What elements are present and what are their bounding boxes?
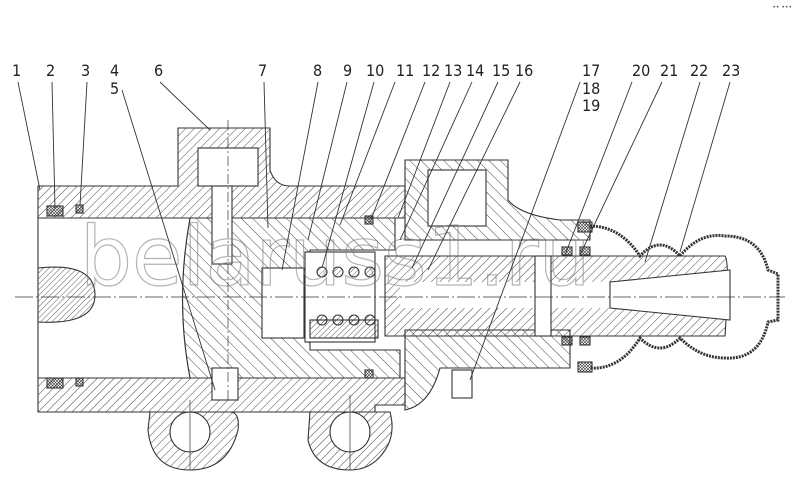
callout-6: 6 <box>154 61 163 80</box>
callout-22: 22 <box>690 61 708 80</box>
callout-21: 21 <box>660 61 678 80</box>
callout-13: 13 <box>444 61 462 80</box>
housing-body <box>37 127 780 471</box>
callout-10: 10 <box>366 61 384 80</box>
callout-7: 7 <box>258 61 267 80</box>
callout-16: 16 <box>515 61 533 80</box>
callout-8: 8 <box>313 61 322 80</box>
callout-18: 18 <box>582 79 600 98</box>
callout-1: 1 <box>12 61 21 80</box>
callout-2: 2 <box>46 61 55 80</box>
corner-mark: •• ••• <box>772 4 792 11</box>
callout-3: 3 <box>81 61 90 80</box>
leader-lines <box>17 81 731 391</box>
callout-19: 19 <box>582 96 600 115</box>
callout-17: 17 <box>582 61 600 80</box>
callout-11: 11 <box>396 61 414 80</box>
callout-5: 5 <box>110 79 119 98</box>
callout-4: 4 <box>110 61 119 80</box>
callout-23: 23 <box>722 61 740 80</box>
callout-labels: 1 2 3 4 5 6 7 8 9 10 11 12 13 14 15 16 1… <box>12 61 740 115</box>
watermark: belaruss1.ru <box>80 210 591 305</box>
callout-9: 9 <box>343 61 352 80</box>
callout-15: 15 <box>492 61 510 80</box>
callout-12: 12 <box>422 61 440 80</box>
callout-14: 14 <box>466 61 484 80</box>
callout-20: 20 <box>632 61 650 80</box>
